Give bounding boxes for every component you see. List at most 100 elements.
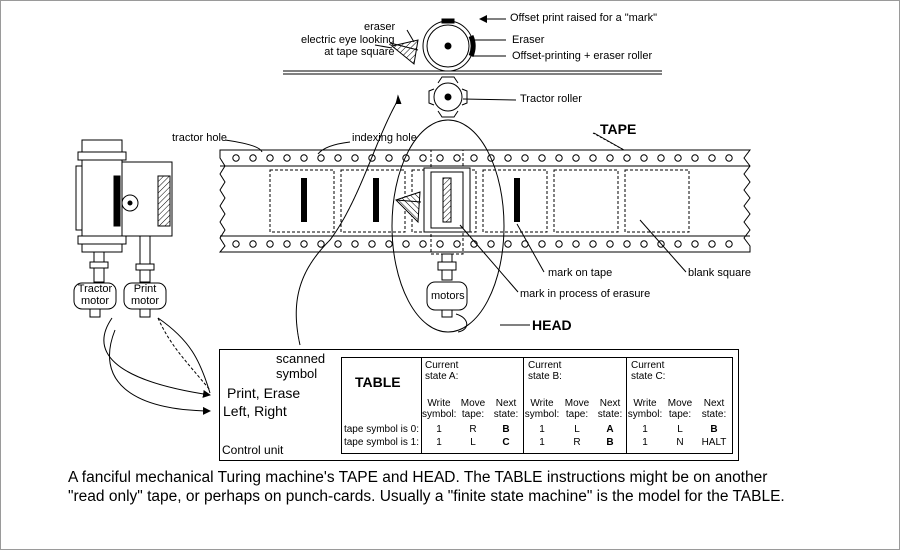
tractor-roller-label: Tractor roller bbox=[520, 93, 582, 105]
tractor-hole bbox=[538, 154, 546, 162]
state-c-r0-next: B bbox=[710, 424, 718, 435]
tractor-hole bbox=[317, 240, 325, 248]
offset-roller-label: Offset-printing + eraser roller bbox=[512, 50, 653, 62]
motor-assembly bbox=[73, 139, 173, 318]
mark-being-erased bbox=[442, 177, 452, 223]
state-b-r1-move: R bbox=[573, 437, 581, 448]
state-b-r1-next: B bbox=[606, 437, 614, 448]
state-a-r1-write: 1 bbox=[436, 437, 442, 448]
state-c-r1-next: HALT bbox=[701, 437, 727, 448]
tractor-hole bbox=[606, 240, 614, 248]
tractor-motor-label: Tractor motor bbox=[77, 283, 113, 307]
mark-on-tape-label: mark on tape bbox=[548, 267, 613, 279]
control-unit-label: Control unit bbox=[222, 443, 284, 457]
tractor-hole bbox=[640, 240, 648, 248]
tractor-hole bbox=[623, 154, 631, 162]
tractor-hole bbox=[538, 240, 546, 248]
tractor-hole bbox=[725, 154, 733, 162]
state-a-write-header: Write symbol: bbox=[422, 398, 457, 420]
blank-square-label: blank square bbox=[688, 267, 751, 279]
eraser-label: eraser bbox=[364, 21, 396, 33]
state-c-header: Current state C: bbox=[631, 360, 666, 382]
tractor-hole bbox=[470, 154, 478, 162]
tractor-hole bbox=[504, 240, 512, 248]
tractor-hole bbox=[708, 240, 716, 248]
tractor-hole bbox=[402, 240, 410, 248]
tractor-hole bbox=[691, 154, 699, 162]
print-motor-label: Print motor bbox=[130, 283, 160, 307]
rollers bbox=[283, 18, 662, 118]
tractor-hole bbox=[232, 154, 240, 162]
tractor-hole bbox=[640, 154, 648, 162]
state-c-r0-move: L bbox=[677, 424, 683, 435]
table-title: TABLE bbox=[355, 374, 401, 390]
scanned-symbol-label: scanned symbol bbox=[276, 351, 326, 381]
state-c-r0-write: 1 bbox=[642, 424, 648, 435]
state-a-r1-move: L bbox=[470, 437, 476, 448]
tractor-hole bbox=[453, 240, 461, 248]
state-c-next-header: Next state: bbox=[701, 398, 727, 420]
tractor-hole bbox=[232, 240, 240, 248]
tape-label: TAPE bbox=[600, 121, 637, 137]
left-right-label: Left, Right bbox=[223, 403, 287, 419]
tractor-hole bbox=[708, 154, 716, 162]
tractor-hole bbox=[691, 240, 699, 248]
mark-erasure-label: mark in process of erasure bbox=[520, 288, 651, 300]
tractor-hole bbox=[300, 240, 308, 248]
state-c-move-header: Move tape: bbox=[667, 398, 693, 420]
transition-table: TABLE tape symbol is 0: tape symbol is 1… bbox=[341, 357, 733, 454]
tractor-hole bbox=[606, 154, 614, 162]
tape-square bbox=[269, 169, 335, 233]
tractor-hole bbox=[317, 154, 325, 162]
tractor-hole bbox=[385, 240, 393, 248]
electric-eye-label: electric eye looking at tape square bbox=[301, 34, 395, 58]
tractor-hole bbox=[249, 240, 257, 248]
tractor-hole bbox=[300, 154, 308, 162]
tractor-holes bbox=[232, 154, 733, 248]
tractor-hole bbox=[725, 240, 733, 248]
state-a-move-header: Move tape: bbox=[460, 398, 486, 420]
tape-square bbox=[624, 169, 690, 233]
state-c-r1-move: N bbox=[676, 437, 684, 448]
state-b-r1-write: 1 bbox=[539, 437, 545, 448]
tractor-hole bbox=[589, 240, 597, 248]
tractor-hole bbox=[419, 154, 427, 162]
state-a-r1-next: C bbox=[502, 437, 510, 448]
tape-square bbox=[553, 169, 619, 233]
tractor-hole bbox=[674, 240, 682, 248]
tractor-hole bbox=[334, 240, 342, 248]
motors-label: motors bbox=[431, 290, 465, 302]
tape-mark bbox=[373, 178, 379, 222]
state-a-r0-next: B bbox=[502, 424, 510, 435]
tractor-hole bbox=[436, 240, 444, 248]
tractor-hole bbox=[351, 240, 359, 248]
tape bbox=[218, 149, 751, 253]
row-label-0: tape symbol is 0: bbox=[343, 424, 419, 435]
state-b-r0-next: A bbox=[606, 424, 614, 435]
tractor-hole bbox=[266, 154, 274, 162]
state-b-r0-move: L bbox=[574, 424, 580, 435]
tractor-hole bbox=[385, 154, 393, 162]
tractor-hole bbox=[657, 154, 665, 162]
tractor-hole bbox=[555, 154, 563, 162]
tractor-hole bbox=[453, 154, 461, 162]
state-a-next-header: Next state: bbox=[493, 398, 519, 420]
state-b-move-header: Move tape: bbox=[564, 398, 590, 420]
tractor-hole bbox=[504, 154, 512, 162]
tractor-hole bbox=[283, 154, 291, 162]
tractor-hole-label: tractor hole bbox=[172, 132, 228, 144]
state-a-r0-move: R bbox=[469, 424, 477, 435]
control-unit bbox=[219, 349, 739, 461]
tape-square bbox=[482, 169, 548, 233]
tractor-hole bbox=[419, 240, 427, 248]
print-erase-label: Print, Erase bbox=[227, 385, 301, 401]
tape-mark bbox=[301, 178, 307, 222]
figure-caption: A fanciful mechanical Turing machine's T… bbox=[68, 469, 785, 505]
tractor-hole bbox=[572, 154, 580, 162]
tape-mark bbox=[514, 178, 520, 222]
head-assembly bbox=[391, 119, 505, 333]
tractor-hole bbox=[249, 154, 257, 162]
tractor-hole bbox=[351, 154, 359, 162]
tractor-hole bbox=[623, 240, 631, 248]
